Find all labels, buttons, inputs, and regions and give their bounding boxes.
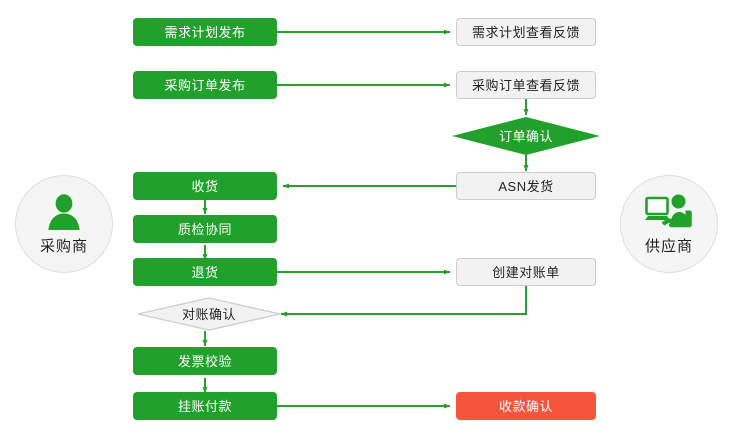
node-label: 对账确认: [181, 306, 236, 322]
node-label: 需求计划发布: [164, 24, 246, 40]
actor-buyer[interactable]: 采购商: [15, 175, 113, 273]
node-payment-receipt-confirm[interactable]: 收款确认: [456, 392, 596, 420]
node-quality-inspection-collaboration[interactable]: 质检协同: [133, 215, 277, 243]
diamond-shape: [137, 297, 281, 331]
edge-n10-n11: [280, 285, 527, 317]
node-purchase-order-view-feedback[interactable]: 采购订单查看反馈: [456, 71, 596, 99]
node-demand-plan-publish[interactable]: 需求计划发布: [133, 18, 277, 46]
node-receive-goods[interactable]: 收货: [133, 172, 277, 200]
node-label: 采购订单查看反馈: [471, 77, 580, 93]
node-asn-shipment[interactable]: ASN发货: [456, 172, 596, 200]
node-accrued-payment[interactable]: 挂账付款: [133, 392, 277, 420]
diamond-shape: [452, 117, 600, 155]
person-at-computer-icon: [645, 194, 693, 237]
node-label: 挂账付款: [177, 398, 232, 414]
node-label: 质检协同: [177, 221, 232, 237]
node-demand-plan-view-feedback[interactable]: 需求计划查看反馈: [456, 18, 596, 46]
node-reconciliation-confirm[interactable]: 对账确认: [137, 297, 281, 331]
node-label: 订单确认: [498, 128, 553, 144]
actor-supplier[interactable]: 供应商: [620, 175, 718, 273]
node-create-reconciliation-statement[interactable]: 创建对账单: [456, 258, 596, 286]
node-label: 创建对账单: [492, 264, 560, 280]
node-purchase-order-publish[interactable]: 采购订单发布: [133, 71, 277, 99]
node-order-confirm[interactable]: 订单确认: [452, 117, 600, 155]
node-return-goods[interactable]: 退货: [133, 258, 277, 286]
actor-supplier-label: 供应商: [644, 238, 693, 255]
node-label: 发票校验: [177, 353, 232, 369]
node-label: 需求计划查看反馈: [471, 24, 580, 40]
node-invoice-verification[interactable]: 发票校验: [133, 347, 277, 375]
node-label: ASN发货: [498, 178, 554, 194]
node-label: 退货: [191, 264, 219, 280]
node-label: 采购订单发布: [164, 77, 246, 93]
actor-buyer-label: 采购商: [39, 238, 88, 255]
person-icon: [44, 194, 84, 237]
node-label: 收货: [191, 178, 219, 194]
node-label: 收款确认: [498, 398, 553, 414]
